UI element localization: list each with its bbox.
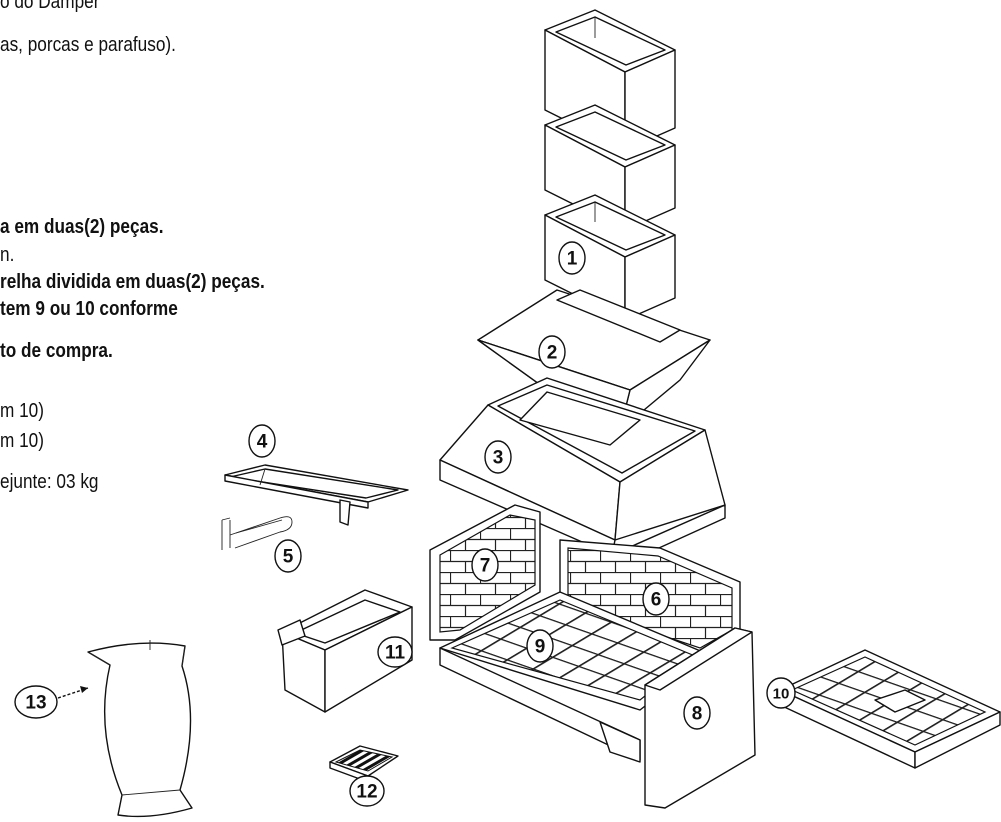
text-line-duas-pecas: a em duas(2) peças. xyxy=(0,216,164,238)
svg-text:6: 6 xyxy=(651,590,662,611)
svg-text:9: 9 xyxy=(535,637,546,658)
label-2: 2 xyxy=(539,336,565,368)
svg-text:1: 1 xyxy=(567,249,578,270)
svg-text:13: 13 xyxy=(25,693,46,714)
label-12: 12 xyxy=(350,776,384,806)
label-11: 11 xyxy=(378,637,412,667)
label-3: 3 xyxy=(485,441,511,473)
svg-text:8: 8 xyxy=(692,704,703,725)
svg-text:5: 5 xyxy=(283,547,294,568)
label-10: 10 xyxy=(767,678,795,708)
small-grate xyxy=(330,746,398,782)
svg-text:4: 4 xyxy=(257,432,268,453)
svg-text:7: 7 xyxy=(480,556,491,577)
ash-drawer xyxy=(278,590,412,712)
svg-text:3: 3 xyxy=(493,448,504,469)
text-line-damper: o do Damper xyxy=(0,0,100,13)
text-line-parafuso: as, porcas e parafuso). xyxy=(0,34,176,56)
text-line-item-9-10: tem 9 ou 10 conforme xyxy=(0,298,178,320)
svg-text:11: 11 xyxy=(385,643,406,664)
chimney-box-bottom xyxy=(545,195,675,320)
svg-text:10: 10 xyxy=(773,686,790,703)
firebox-floor xyxy=(440,592,710,762)
damper-tray xyxy=(225,465,408,525)
text-line-grelha: relha dividida em duas(2) peças. xyxy=(0,271,265,293)
svg-text:2: 2 xyxy=(547,343,558,364)
text-line-m10-a: m 10) xyxy=(0,400,44,422)
text-line-n: n. xyxy=(0,244,15,266)
label-13: 13 xyxy=(15,686,57,718)
label-6: 6 xyxy=(643,583,669,615)
label-1: 1 xyxy=(559,242,585,274)
mortar-bag xyxy=(58,640,192,816)
text-line-compra: to de compra. xyxy=(0,340,113,362)
hearth-plate xyxy=(780,650,1000,768)
label-5: 5 xyxy=(275,540,301,572)
label-4: 4 xyxy=(249,425,275,457)
label-9: 9 xyxy=(527,630,553,662)
svg-text:12: 12 xyxy=(356,782,377,803)
damper-handle xyxy=(222,517,292,550)
label-7: 7 xyxy=(472,549,498,581)
label-8: 8 xyxy=(684,697,710,729)
text-line-m10-b: m 10) xyxy=(0,430,44,452)
text-line-rejunte: ejunte: 03 kg xyxy=(0,471,99,493)
